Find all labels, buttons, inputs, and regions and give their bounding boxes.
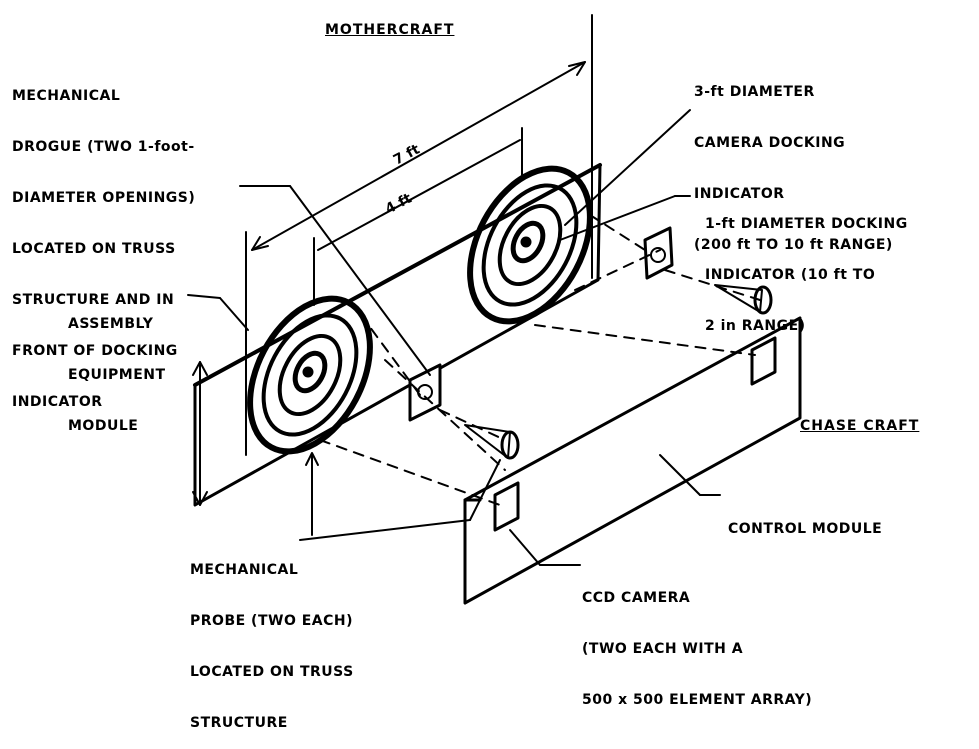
docking-diagram xyxy=(187,14,802,605)
leader-probe xyxy=(299,519,471,541)
left-camera-docking-indicator xyxy=(247,295,373,455)
drogue-label: MECHANICAL DROGUE (TWO 1-foot- DIAMETER … xyxy=(12,88,196,410)
leader-camera-indicator xyxy=(564,109,691,226)
ccd-camera-label: CCD CAMERA (TWO EACH WITH A 500 x 500 EL… xyxy=(582,590,813,708)
dim-7ft-arrow-right xyxy=(568,61,586,76)
control-module-body xyxy=(463,316,802,605)
small-docking-indicator-left xyxy=(408,363,442,422)
camera-indicator-label: 3-ft DIAMETER CAMERA DOCKING INDICATOR (… xyxy=(694,84,893,253)
probe-label: MECHANICAL PROBE (TWO EACH) LOCATED ON T… xyxy=(190,562,354,731)
right-camera-docking-indicator xyxy=(467,165,593,325)
dim-7ft-arrow-left xyxy=(251,236,269,251)
chase-craft-title: CHASE CRAFT xyxy=(800,418,920,434)
leader-ccd-camera xyxy=(509,529,541,566)
control-module-label: CONTROL MODULE xyxy=(728,521,883,537)
dim-7ft-line xyxy=(251,61,586,251)
docking-indicator-label: 1-ft DIAMETER DOCKING INDICATOR (10 ft T… xyxy=(705,216,908,334)
small-docking-indicator-right xyxy=(643,226,674,280)
assembly-module-label: ASSEMBLY EQUIPMENT MODULE xyxy=(68,316,166,434)
dim-height-arrows xyxy=(192,361,208,506)
ccd-camera-right xyxy=(750,336,777,386)
probe-right xyxy=(714,284,763,313)
ccd-camera-left xyxy=(493,481,520,532)
leader-control-module xyxy=(659,454,701,496)
leader-assembly xyxy=(187,294,221,299)
mothercraft-panel xyxy=(193,163,602,507)
probe-left xyxy=(464,424,511,459)
mothercraft-title: MOTHERCRAFT xyxy=(325,22,455,38)
dim-4ft-line xyxy=(317,139,521,251)
